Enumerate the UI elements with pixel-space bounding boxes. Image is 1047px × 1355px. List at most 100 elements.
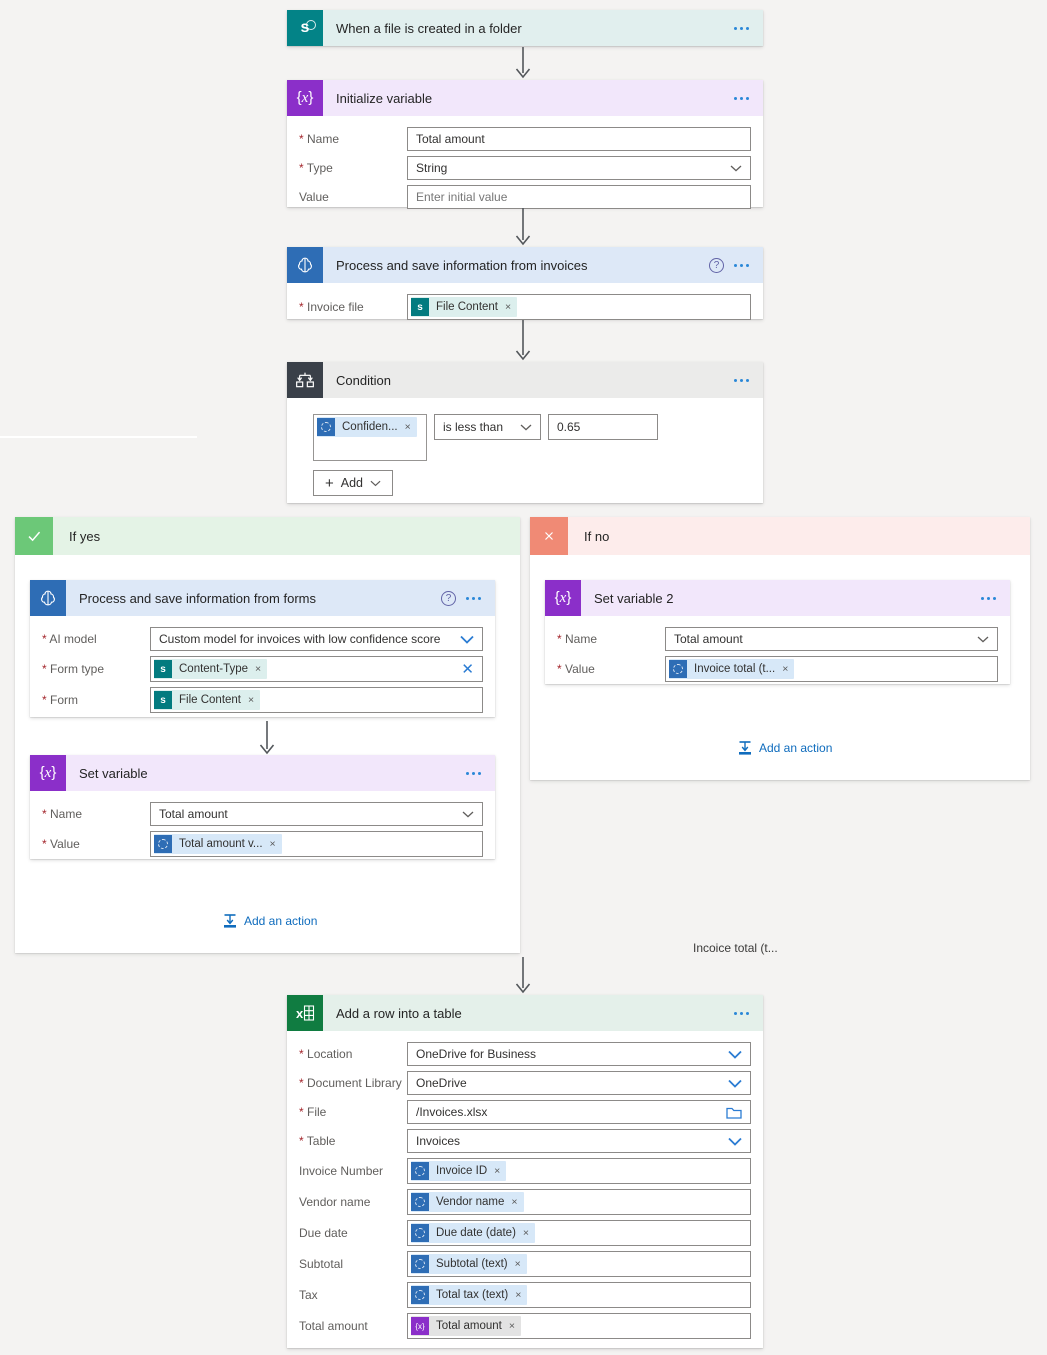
remove-token-icon[interactable]: × <box>511 1196 518 1208</box>
subtotal-token[interactable]: Subtotal (text) × <box>411 1254 527 1274</box>
process-invoices-title: Process and save information from invoic… <box>336 257 588 273</box>
if-no-header[interactable]: If no <box>530 517 1030 555</box>
invoice-number-input[interactable]: Invoice ID × <box>407 1158 751 1184</box>
process-invoices-header[interactable]: Process and save information from invoic… <box>287 247 763 283</box>
value-label: Value <box>557 662 665 676</box>
chevron-down-icon <box>977 636 989 643</box>
total-tax-token[interactable]: Total tax (text) × <box>411 1285 528 1305</box>
connector-arrow <box>515 320 531 361</box>
form-input[interactable]: s File Content × <box>150 687 483 713</box>
remove-token-icon[interactable]: × <box>782 663 789 675</box>
confidence-token[interactable]: Confiden... × <box>317 417 417 437</box>
more-menu-button[interactable] <box>734 96 749 100</box>
subtotal-input[interactable]: Subtotal (text) × <box>407 1251 751 1277</box>
total-amount-variable-token[interactable]: {x} Total amount × <box>411 1316 521 1336</box>
more-menu-button[interactable] <box>734 1011 749 1015</box>
condition-add-button[interactable]: + Add <box>313 470 394 496</box>
due-date-input[interactable]: Due date (date) × <box>407 1220 751 1246</box>
chevron-down-icon <box>460 635 474 644</box>
connector-arrow <box>515 957 531 994</box>
document-library-select[interactable]: OneDrive <box>407 1071 751 1095</box>
add-action-button[interactable]: Add an action <box>222 913 317 929</box>
cross-icon <box>530 517 568 555</box>
trigger-card-header[interactable]: s When a file is created in a folder <box>287 10 763 46</box>
set-variable-2-card[interactable]: {x} Set variable 2 Name Total amount Val… <box>545 580 1010 684</box>
invoice-total-token[interactable]: Invoice total (t... × <box>669 659 795 679</box>
ai-builder-icon <box>669 660 687 678</box>
remove-token-icon[interactable]: × <box>514 1258 521 1270</box>
remove-token-icon[interactable]: × <box>522 1227 530 1239</box>
condition-operator-select[interactable]: is less than <box>434 414 541 440</box>
vendor-name-token[interactable]: Vendor name × <box>411 1192 524 1212</box>
table-select[interactable]: Invoices <box>407 1129 751 1153</box>
help-icon[interactable]: ? <box>441 590 456 606</box>
ai-builder-icon <box>411 1255 429 1273</box>
add-row-title: Add a row into a table <box>336 1005 462 1021</box>
content-type-token[interactable]: s Content-Type × <box>154 659 268 679</box>
location-select[interactable]: OneDrive for Business <box>407 1042 751 1066</box>
tax-input[interactable]: Total tax (text) × <box>407 1282 751 1308</box>
variable-type-select[interactable]: String <box>407 156 751 180</box>
remove-token-icon[interactable]: × <box>248 694 255 706</box>
remove-token-icon[interactable]: × <box>494 1165 501 1177</box>
more-menu-button[interactable] <box>466 771 481 775</box>
set-variable-header[interactable]: {x} Set variable <box>30 755 495 791</box>
due-date-token[interactable]: Due date (date) × <box>411 1223 536 1243</box>
chevron-down-icon <box>520 424 532 431</box>
set-variable-value-input[interactable]: Total amount v... × <box>150 831 483 857</box>
set-variable-2-value-input[interactable]: Invoice total (t... × <box>665 656 998 682</box>
help-icon[interactable]: ? <box>709 257 724 273</box>
invoice-number-label: Invoice Number <box>299 1164 384 1178</box>
trigger-title: When a file is created in a folder <box>336 20 522 36</box>
add-action-button[interactable]: Add an action <box>737 740 832 756</box>
variable-name-input[interactable]: Total amount <box>407 127 751 151</box>
file-content-token[interactable]: s File Content × <box>411 297 518 317</box>
set-variable-card[interactable]: {x} Set variable Name Total amount Value <box>30 755 495 859</box>
condition-card[interactable]: Condition Confiden... × is less than <box>287 362 763 503</box>
process-forms-header[interactable]: Process and save information from forms … <box>30 580 495 616</box>
invoice-id-token[interactable]: Invoice ID × <box>411 1161 507 1181</box>
more-menu-button[interactable] <box>734 378 749 382</box>
more-menu-button[interactable] <box>734 263 749 267</box>
vendor-name-input[interactable]: Vendor name × <box>407 1189 751 1215</box>
total-amount-input[interactable]: {x} Total amount × <box>407 1313 751 1339</box>
remove-token-icon[interactable]: × <box>505 301 512 313</box>
form-type-input[interactable]: s Content-Type × ✕ <box>150 656 483 682</box>
file-input[interactable]: /Invoices.xlsx <box>407 1100 751 1124</box>
initialize-variable-header[interactable]: {x} Initialize variable <box>287 80 763 116</box>
if-yes-label: If yes <box>69 528 101 544</box>
remove-token-icon[interactable]: × <box>515 1289 522 1301</box>
file-content-token[interactable]: s File Content × <box>154 690 261 710</box>
ai-builder-icon <box>317 418 335 436</box>
process-invoices-card[interactable]: Process and save information from invoic… <box>287 247 763 320</box>
add-row-header[interactable]: x Add a row into a table <box>287 995 763 1031</box>
set-variable-2-name-select[interactable]: Total amount <box>665 627 998 651</box>
more-menu-button[interactable] <box>466 596 481 600</box>
condition-value-input[interactable]: 0.65 <box>548 414 658 440</box>
excel-icon: x <box>287 995 323 1031</box>
more-menu-button[interactable] <box>981 596 996 600</box>
if-yes-header[interactable]: If yes <box>15 517 520 555</box>
set-variable-2-header[interactable]: {x} Set variable 2 <box>545 580 1010 616</box>
initialize-variable-card[interactable]: {x} Initialize variable Name Total amoun… <box>287 80 763 209</box>
remove-token-icon[interactable]: × <box>404 421 411 433</box>
folder-picker-icon[interactable] <box>726 1106 742 1119</box>
condition-operand-input[interactable]: Confiden... × <box>313 414 427 461</box>
total-amount-token[interactable]: Total amount v... × <box>154 834 282 854</box>
invoice-file-input[interactable]: s File Content × <box>407 294 751 320</box>
ai-builder-icon <box>411 1224 429 1242</box>
ai-model-select[interactable]: Custom model for invoices with low confi… <box>150 627 483 651</box>
process-forms-card[interactable]: Process and save information from forms … <box>30 580 495 717</box>
add-row-card[interactable]: x Add a row into a table Location OneDri… <box>287 995 763 1348</box>
remove-token-icon[interactable]: × <box>255 663 262 675</box>
trigger-card[interactable]: s When a file is created in a folder <box>287 10 763 46</box>
condition-header[interactable]: Condition <box>287 362 763 398</box>
value-label: Value <box>42 837 150 851</box>
variable-value-input[interactable]: Enter initial value <box>407 185 751 209</box>
condition-branch-icon <box>287 362 323 398</box>
more-menu-button[interactable] <box>734 26 749 30</box>
clear-field-icon[interactable]: ✕ <box>461 660 474 678</box>
set-variable-name-select[interactable]: Total amount <box>150 802 483 826</box>
remove-token-icon[interactable]: × <box>508 1320 515 1332</box>
remove-token-icon[interactable]: × <box>269 838 276 850</box>
